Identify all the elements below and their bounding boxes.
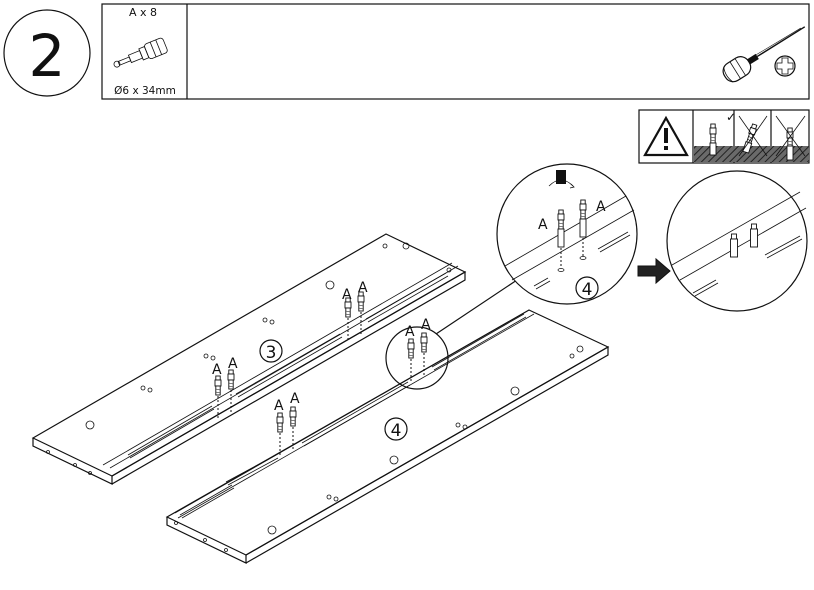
svg-text:A: A: [538, 217, 548, 233]
panel-3: 3: [31, 233, 467, 485]
svg-text:A: A: [421, 317, 431, 333]
panel-4: 4: [165, 309, 610, 564]
panel-4-label: 4: [384, 417, 408, 441]
svg-text:A: A: [274, 398, 284, 414]
correct-mark: ✓: [726, 110, 736, 124]
svg-text:A: A: [405, 324, 415, 340]
step-number: 2: [29, 22, 66, 90]
parts-box: A x 8 Ø6 x 34mm: [101, 3, 810, 100]
detail-panel-label: 4: [575, 276, 599, 300]
detail-circle-before: A A 4: [496, 163, 638, 305]
wrong-bolt-deep-icon: [786, 127, 794, 161]
step-circle: [3, 9, 91, 97]
svg-text:A: A: [290, 391, 300, 407]
svg-text:3: 3: [266, 343, 277, 363]
bolt-pair-4: A A: [405, 317, 431, 381]
svg-text:4: 4: [582, 280, 593, 300]
wrong-bolt-tilted-icon: [742, 123, 759, 154]
part-quantity-label: A x 8: [129, 6, 157, 19]
svg-text:A: A: [342, 287, 352, 303]
detail-circle-after: [666, 170, 808, 312]
zoom-circle: [385, 326, 449, 390]
screwdriver-icon: [722, 26, 806, 83]
part-dimension-label: Ø6 x 34mm: [114, 85, 176, 97]
warning-triangle-icon: [643, 115, 689, 157]
phillips-head-icon: [774, 55, 796, 77]
svg-text:4: 4: [391, 421, 402, 441]
cam-bolt-icon: [113, 37, 168, 68]
svg-text:A: A: [596, 199, 606, 215]
screwdriver-tip-icon: [548, 170, 575, 189]
right-arrow-icon: [637, 257, 671, 285]
bolt-pair-2: A A: [342, 280, 368, 340]
svg-text:A: A: [358, 280, 368, 296]
warning-strip: ✓: [638, 109, 810, 164]
panel-3-label: 3: [259, 339, 283, 363]
svg-text:A: A: [212, 362, 222, 378]
step-badge: 2: [3, 9, 91, 97]
svg-text:A: A: [228, 356, 238, 372]
correct-bolt-icon: [709, 123, 717, 156]
bolt-pair-1: A A: [212, 356, 238, 418]
bolt-pair-3: A A: [274, 391, 300, 455]
